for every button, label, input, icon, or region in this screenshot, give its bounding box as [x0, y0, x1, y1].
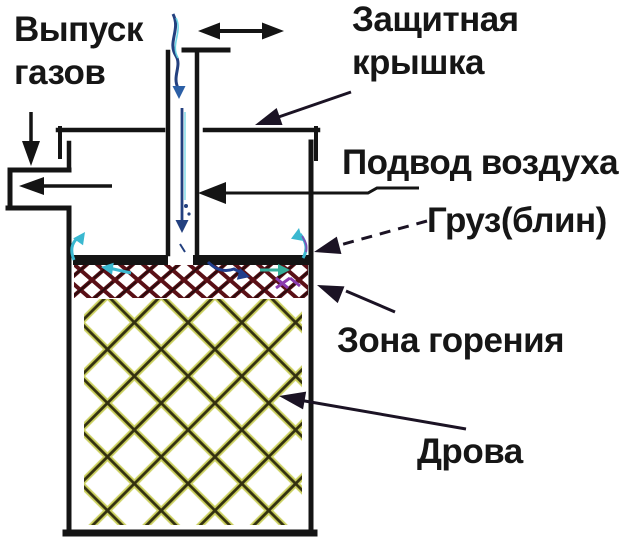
burn-flow-left-arrow-icon	[101, 262, 132, 275]
left-arrow-icon	[19, 177, 112, 195]
right-edge-flow-icon	[291, 228, 308, 259]
gas-outlet-arrows	[19, 22, 419, 204]
burn-flow-center-arrow-icon	[206, 260, 250, 280]
double-horizontal-arrow-icon	[198, 22, 284, 40]
label-burning-zone: Зона горения	[337, 321, 565, 360]
label-firewood: Дрова	[417, 432, 523, 471]
label-air-supply: Подвод воздуха	[342, 143, 619, 182]
label-weight: Груз(блин)	[427, 201, 607, 240]
pipe-intake-arrow-icon	[171, 13, 186, 99]
down-arrow-icon	[22, 112, 40, 166]
exhaust-duct	[5, 167, 72, 211]
firewood-hatch	[84, 299, 302, 525]
label-protective-cover: Защитная крышка	[352, 0, 519, 82]
air-pipe	[165, 47, 231, 257]
gas-flow-squiggles	[70, 13, 308, 280]
air-flow-arrow-icon	[198, 182, 419, 204]
stove-body	[55, 126, 321, 537]
label-pointers	[255, 90, 467, 431]
protective-cover-pointer	[255, 90, 352, 126]
label-gas-outlet: Выпуск газов	[14, 10, 143, 92]
pipe-downdraft-arrow-icon	[175, 108, 191, 253]
burning-zone-pointer	[317, 285, 396, 314]
firewood-pointer	[279, 391, 467, 431]
left-edge-flow-icon	[70, 232, 85, 261]
weight-pointer	[314, 219, 428, 254]
burn-flow-right-arrow-icon	[260, 264, 290, 276]
